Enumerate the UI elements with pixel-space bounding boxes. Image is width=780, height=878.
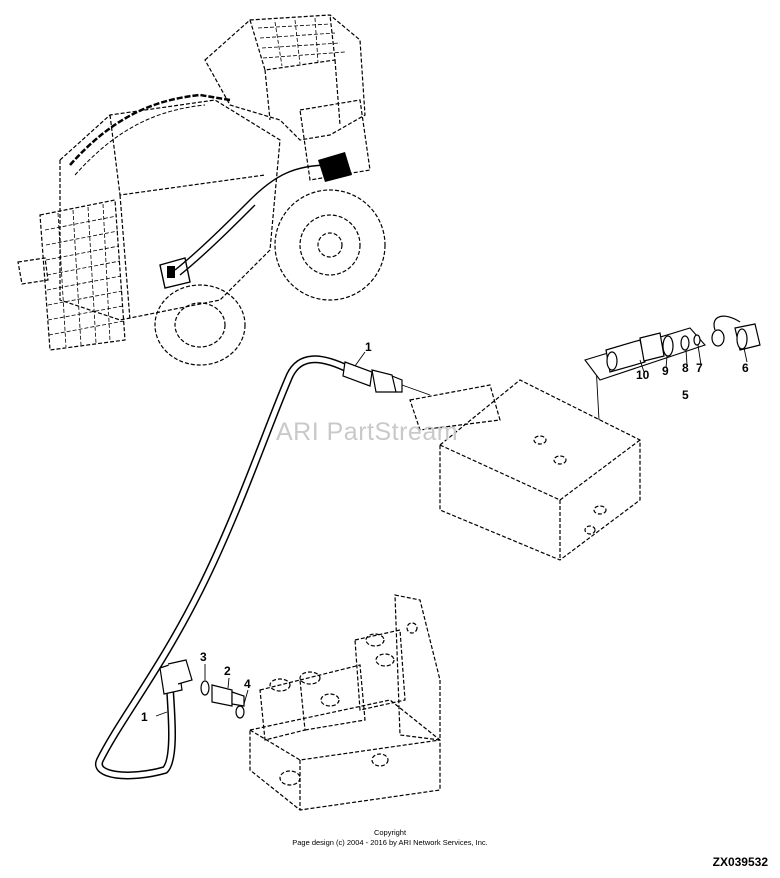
callout-3: 3 bbox=[200, 650, 207, 664]
valve-block bbox=[249, 594, 441, 811]
main-hose bbox=[95, 355, 403, 780]
machine-illustration bbox=[17, 14, 386, 366]
machine-hose-route bbox=[174, 164, 331, 276]
machine-highlighted-module bbox=[159, 152, 352, 289]
watermark: ARI PartStream bbox=[276, 418, 459, 446]
callout-4: 4 bbox=[244, 677, 251, 691]
callout-9: 9 bbox=[662, 364, 669, 378]
callout-8: 8 bbox=[682, 361, 689, 375]
callout-1-lower: 1 bbox=[141, 710, 148, 724]
callout-7: 7 bbox=[696, 361, 703, 375]
copyright-line-2: Page design (c) 2004 - 2016 by ARI Netwo… bbox=[292, 838, 488, 847]
leader-lines bbox=[155, 344, 748, 717]
callout-5: 5 bbox=[682, 388, 689, 402]
callout-labels: 1 1 2 3 4 5 6 7 8 9 10 bbox=[141, 340, 749, 724]
bracket-leader bbox=[401, 364, 600, 421]
lower-fittings bbox=[200, 680, 245, 719]
coupler-assembly bbox=[584, 315, 761, 381]
figure-id: ZX039532 bbox=[712, 855, 768, 869]
callout-2: 2 bbox=[224, 664, 231, 678]
mounting-bracket bbox=[409, 379, 641, 561]
copyright-line-1: Copyright bbox=[373, 828, 407, 837]
callout-6: 6 bbox=[742, 361, 749, 375]
callout-10: 10 bbox=[636, 368, 650, 382]
callout-1-upper: 1 bbox=[365, 340, 372, 354]
